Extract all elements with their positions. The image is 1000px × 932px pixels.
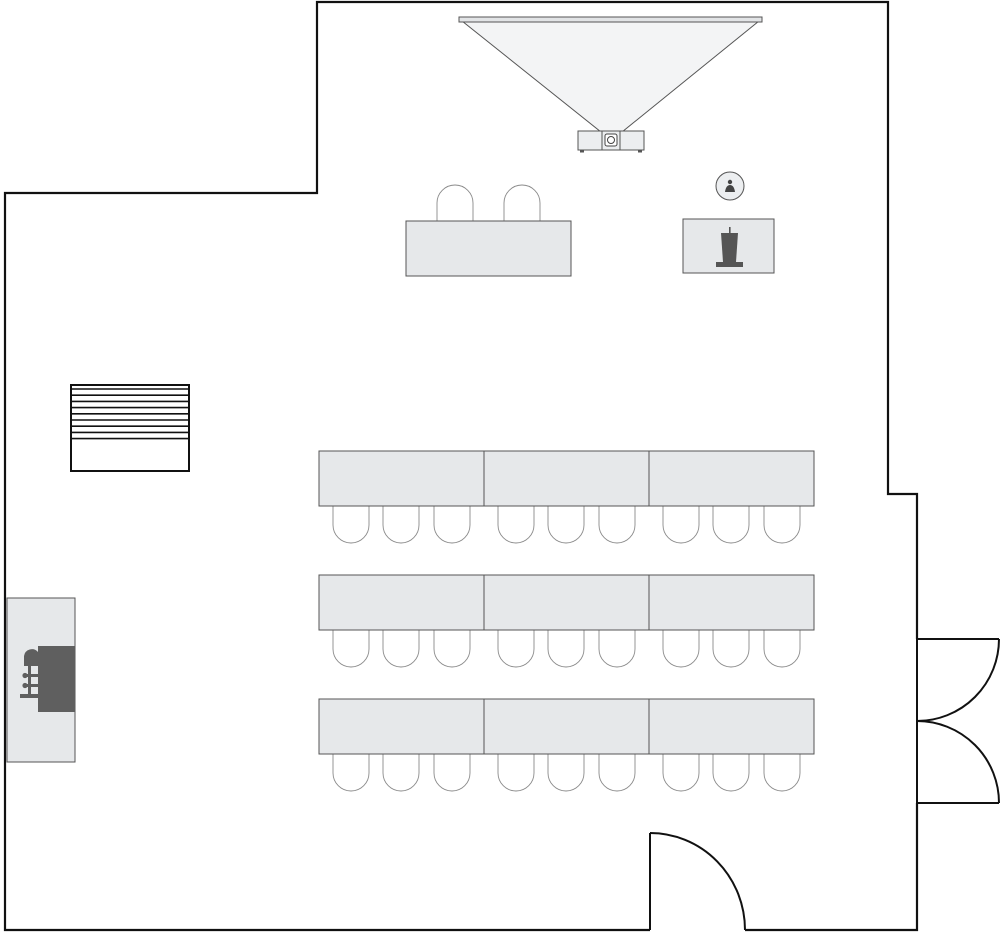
seating-table <box>648 698 815 755</box>
chair <box>763 505 801 544</box>
double-door-east <box>913 638 1000 804</box>
projector-icon <box>577 130 645 153</box>
seating-table <box>483 574 650 631</box>
chair <box>712 753 750 792</box>
chair <box>598 505 636 544</box>
seating-table <box>483 450 650 507</box>
seating-table <box>318 574 485 631</box>
seating-table <box>648 574 815 631</box>
presenter-icon <box>715 171 745 201</box>
chair <box>332 629 370 668</box>
head-table <box>405 220 572 277</box>
chair <box>332 753 370 792</box>
chair <box>547 753 585 792</box>
whiteboard <box>70 384 190 472</box>
single-door-south <box>649 832 746 932</box>
chair <box>662 505 700 544</box>
chair <box>763 753 801 792</box>
projector-screen <box>458 16 763 133</box>
coffee-station-icon <box>6 597 76 763</box>
chair <box>382 753 420 792</box>
seating-table <box>318 450 485 507</box>
chair <box>598 753 636 792</box>
head-table-chairs <box>436 184 541 222</box>
chair <box>712 505 750 544</box>
chair <box>497 753 535 792</box>
chair <box>433 629 471 668</box>
chair <box>598 629 636 668</box>
chair <box>497 629 535 668</box>
chair <box>497 505 535 544</box>
chair <box>662 753 700 792</box>
chair <box>712 629 750 668</box>
classroom-seating <box>318 450 815 792</box>
room-walls <box>3 0 919 932</box>
chair <box>332 505 370 544</box>
chair <box>547 505 585 544</box>
chair <box>547 629 585 668</box>
chair <box>763 629 801 668</box>
chair <box>433 505 471 544</box>
chair <box>433 753 471 792</box>
chair <box>662 629 700 668</box>
chair <box>382 505 420 544</box>
seating-table <box>483 698 650 755</box>
podium-icon <box>682 218 775 274</box>
chair <box>382 629 420 668</box>
seating-table <box>648 450 815 507</box>
seating-table <box>318 698 485 755</box>
whiteboard-frame <box>70 384 190 472</box>
